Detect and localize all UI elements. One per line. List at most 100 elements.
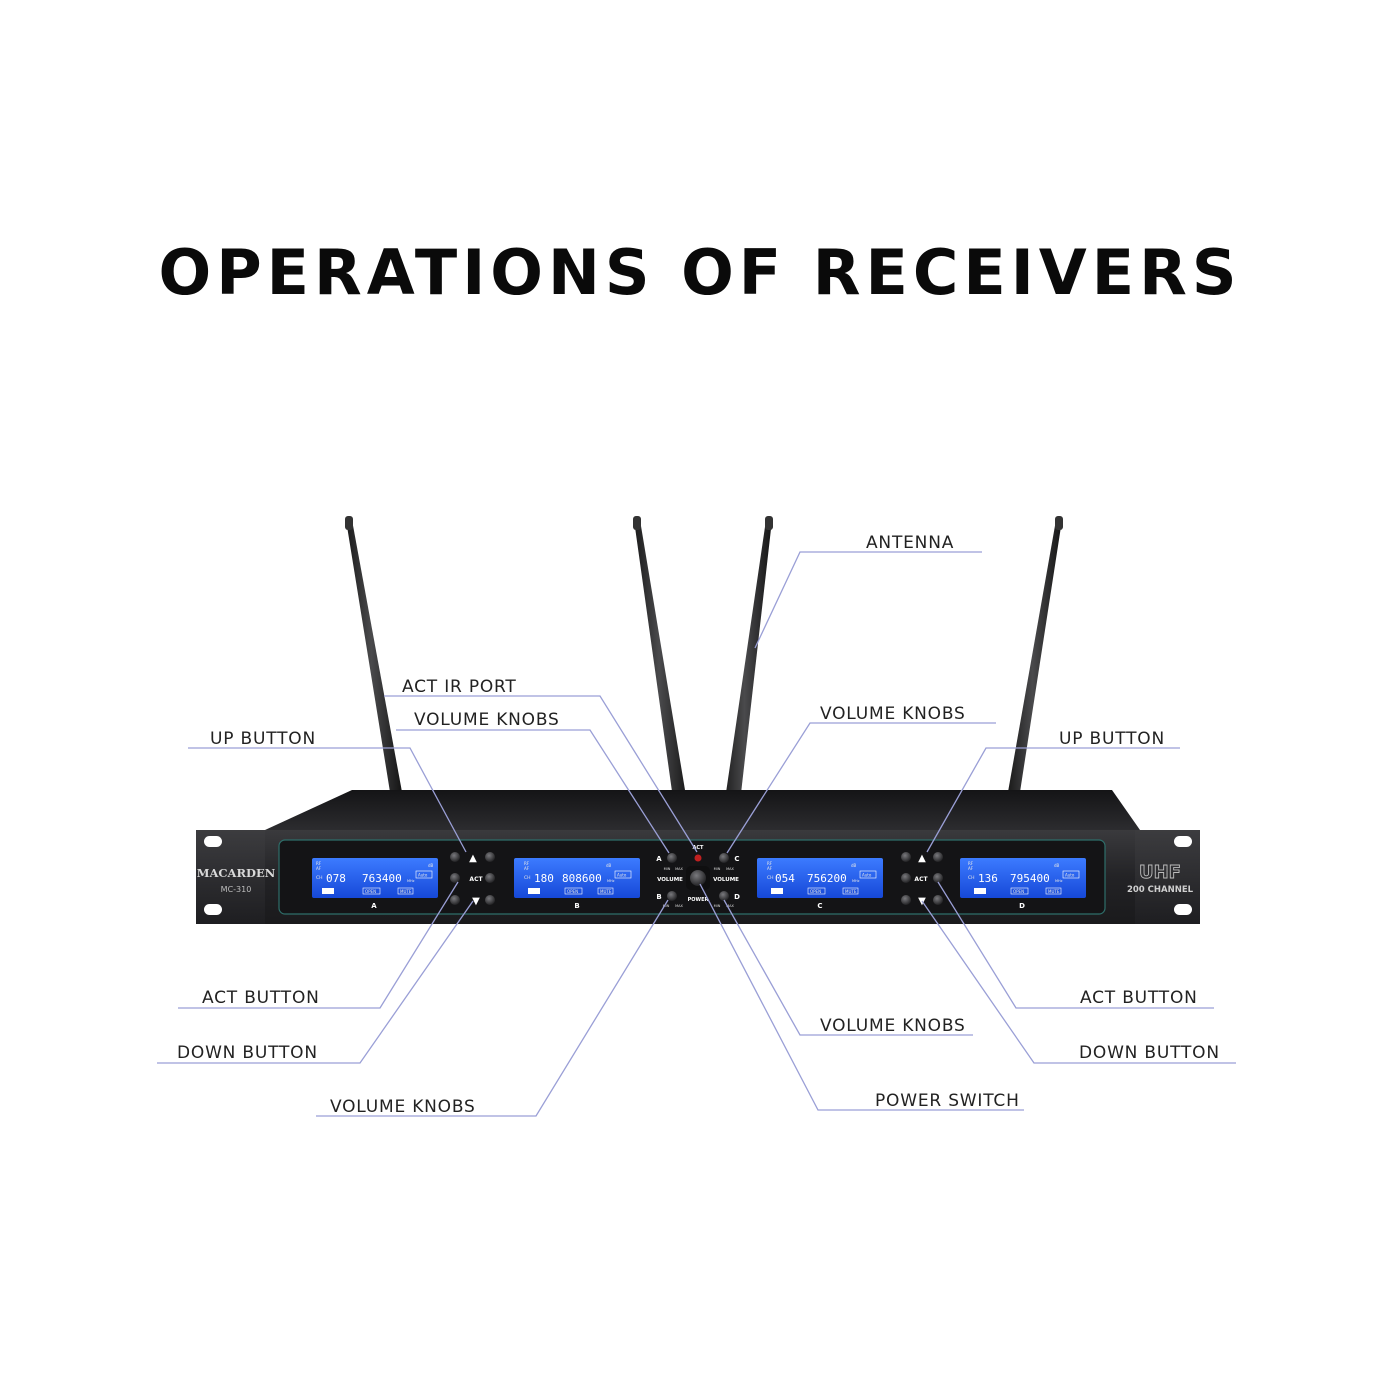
antenna-group — [345, 516, 1063, 820]
rack-ear-left — [196, 830, 266, 924]
svg-text:OPEN: OPEN — [365, 889, 376, 894]
callout-act-button-right: ACT BUTTON — [1080, 988, 1198, 1008]
callout-volume-knobs-bottom-right: VOLUME KNOBS — [820, 1016, 966, 1036]
leader-power-switch — [699, 883, 1024, 1111]
lcd-channel: 180 — [534, 872, 554, 885]
up-button-d[interactable] — [933, 852, 943, 862]
antenna-3-tip — [765, 516, 773, 530]
volume-label-right: VOLUME — [713, 877, 739, 883]
button-cluster-left: ▲ ACT ▼ — [450, 852, 495, 907]
svg-text:MHz: MHz — [1055, 879, 1063, 883]
svg-text:Auto: Auto — [862, 873, 872, 878]
svg-text:Auto: Auto — [1065, 873, 1075, 878]
volume-knob-d[interactable] — [719, 891, 729, 901]
svg-text:MUTE: MUTE — [845, 889, 857, 894]
lcd-screen-b: RF AF dB CH 180 808600 MHz Auto OPEN MUT… — [514, 858, 640, 898]
antenna-2 — [634, 520, 690, 820]
page-title: OPERATIONS OF RECEIVERS — [158, 236, 1242, 309]
channel-label-c: C — [817, 902, 822, 910]
power-label: POWER — [688, 897, 709, 903]
act-button-a[interactable] — [450, 873, 460, 883]
svg-text:MUTE: MUTE — [400, 889, 412, 894]
lcd-channel: 078 — [326, 872, 346, 885]
act-button-c[interactable] — [901, 873, 911, 883]
svg-text:MIN: MIN — [663, 904, 670, 908]
svg-text:OPEN: OPEN — [1013, 889, 1024, 894]
svg-text:MAX: MAX — [675, 867, 683, 871]
brand-logo: MACARDEN — [197, 866, 276, 880]
volume-knob-b[interactable] — [667, 891, 677, 901]
callout-volume-knobs-bottom-left: VOLUME KNOBS — [330, 1097, 476, 1117]
knob-letter-a: A — [656, 855, 662, 863]
svg-text:RF: RF — [767, 861, 773, 866]
callout-down-button-left: DOWN BUTTON — [177, 1043, 318, 1063]
antenna-3 — [722, 520, 772, 820]
knob-letter-b: B — [656, 893, 661, 901]
antenna-2-tip — [633, 516, 641, 530]
down-button-a[interactable] — [450, 895, 460, 905]
volume-knob-a[interactable] — [667, 853, 677, 863]
act-button-b[interactable] — [485, 873, 495, 883]
lcd-frequency: 808600 — [562, 872, 602, 885]
down-button-c[interactable] — [901, 895, 911, 905]
svg-text:OPEN: OPEN — [810, 889, 821, 894]
act-button-d[interactable] — [933, 873, 943, 883]
model-label: MC-310 — [221, 885, 252, 894]
chassis-top — [265, 790, 1140, 830]
up-button-a[interactable] — [450, 852, 460, 862]
channel-label-d: D — [1019, 902, 1025, 910]
leader-antenna — [754, 551, 982, 649]
knob-letter-c: C — [734, 855, 739, 863]
act-button-label: ACT — [469, 876, 483, 883]
up-button-c[interactable] — [901, 852, 911, 862]
svg-text:CH: CH — [316, 875, 323, 881]
power-switch[interactable] — [690, 870, 706, 886]
lcd-channel: 054 — [775, 872, 795, 885]
callout-antenna: ANTENNA — [866, 533, 955, 553]
antenna-4-tip — [1055, 516, 1063, 530]
callout-power-switch: POWER SWITCH — [875, 1091, 1020, 1111]
act-ir-label: ACT — [693, 845, 705, 851]
svg-text:MAX: MAX — [726, 867, 734, 871]
svg-text:dB: dB — [851, 863, 857, 868]
callout-volume-knobs-top-right: VOLUME KNOBS — [820, 704, 966, 724]
down-button-b[interactable] — [485, 895, 495, 905]
leader-up-button-left — [188, 747, 467, 853]
lcd-frequency: 795400 — [1010, 872, 1050, 885]
knob-letter-d: D — [734, 893, 740, 901]
svg-text:dB: dB — [606, 863, 612, 868]
channel-label-b: B — [574, 902, 579, 910]
lcd-screen-d: RF AF dB CH 136 795400 MHz Auto OPEN MUT… — [960, 858, 1086, 898]
svg-text:RF: RF — [316, 861, 322, 866]
down-button-d[interactable] — [933, 895, 943, 905]
svg-text:MAX: MAX — [726, 904, 734, 908]
leader-volume-knobs-bottom-left — [316, 899, 669, 1117]
button-cluster-right: ▲ ACT ▼ — [901, 852, 943, 907]
lcd-frequency: 763400 — [362, 872, 402, 885]
leader-act-ir-port — [384, 695, 698, 853]
svg-text:Auto: Auto — [418, 873, 428, 878]
callout-up-button-left: UP BUTTON — [210, 729, 316, 749]
svg-text:CH: CH — [767, 875, 774, 881]
leader-volume-knobs-top-right — [726, 722, 996, 854]
volume-knob-c[interactable] — [719, 853, 729, 863]
leader-act-button-right — [937, 881, 1214, 1009]
svg-text:MHz: MHz — [407, 879, 415, 883]
svg-text:MIN: MIN — [664, 867, 671, 871]
volume-label-left: VOLUME — [657, 877, 683, 883]
svg-text:AF: AF — [968, 866, 974, 871]
antenna-4 — [1008, 520, 1062, 792]
svg-text:MUTE: MUTE — [600, 889, 612, 894]
callout-up-button-right: UP BUTTON — [1059, 729, 1165, 749]
lcd-frequency: 756200 — [807, 872, 847, 885]
leader-volume-knobs-top-left — [396, 729, 670, 854]
svg-text:AF: AF — [524, 866, 530, 871]
callout-volume-knobs-top-left: VOLUME KNOBS — [414, 710, 560, 730]
leader-up-button-right — [926, 747, 1180, 853]
leader-lines — [157, 551, 1236, 1117]
svg-text:dB: dB — [1054, 863, 1060, 868]
svg-text:CH: CH — [968, 875, 975, 881]
svg-text:AF: AF — [767, 866, 773, 871]
up-button-b[interactable] — [485, 852, 495, 862]
